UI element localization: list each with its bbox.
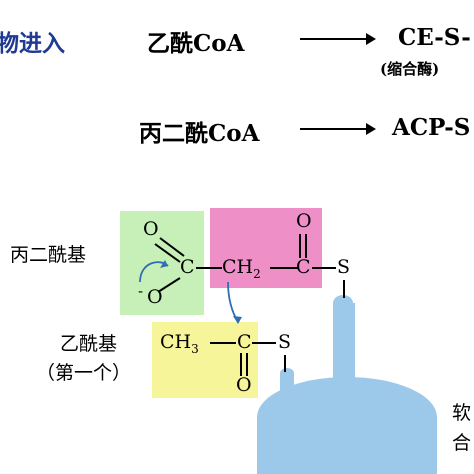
arrowhead-1: [160, 260, 168, 268]
atom-s-right: S: [337, 256, 351, 278]
malonyl-bonds: [154, 234, 345, 298]
reaction2-product: ACP-S: [392, 114, 471, 141]
atom-s-acetyl: S: [278, 331, 292, 353]
atom-c-carboxyl: C: [180, 256, 195, 278]
label-acetyl: 乙酰基: [60, 333, 118, 355]
carrier-protein-shape: [257, 295, 437, 474]
atom-c-thioester: C: [296, 256, 311, 278]
header-fragment: 物进入: [0, 30, 65, 57]
arrowhead-2: [233, 316, 242, 324]
reaction2-substrate: 丙二酰CoA: [139, 120, 260, 147]
atom-o-minus: O: [147, 286, 163, 308]
atom-minus-sign: -: [138, 282, 144, 300]
atom-c-acetyl: C: [237, 331, 252, 353]
reaction1-arrow: [300, 33, 376, 45]
reaction1-product-note: (缩合酶): [380, 60, 440, 78]
label-carrier-line1: 软: [452, 402, 472, 424]
reaction1-product: CE-S-: [398, 24, 471, 51]
label-malonyl: 丙二酰基: [10, 244, 87, 266]
reaction1-substrate: 乙酰CoA: [147, 30, 245, 57]
label-acetyl-note: （第一个）: [36, 362, 132, 384]
atom-o-top-left: O: [143, 218, 159, 240]
atom-o-acetyl: O: [236, 374, 252, 396]
atom-ch2: CH2: [222, 256, 261, 281]
reaction2-arrow: [300, 123, 376, 135]
ch2-subscript: 2: [253, 266, 261, 281]
atom-o-top-right: O: [296, 210, 312, 232]
label-carrier-line2: 合: [452, 432, 472, 454]
ch3-subscript: 3: [191, 341, 199, 356]
atom-ch3: CH3: [160, 331, 199, 356]
pink-box: [210, 208, 322, 288]
acetyl-bonds: [210, 342, 286, 376]
